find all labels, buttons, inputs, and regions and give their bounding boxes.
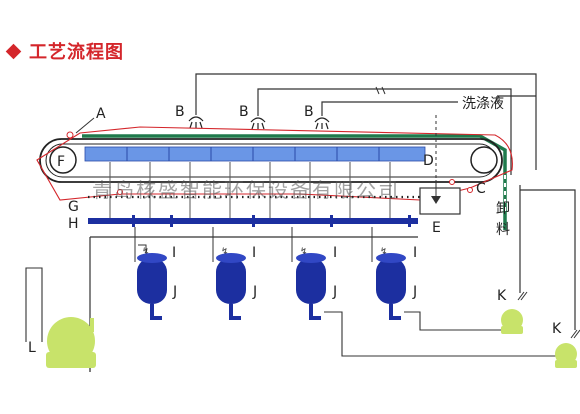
filter-cloth-loop	[36, 126, 513, 201]
vacuum-box-supports	[109, 162, 391, 220]
filter-blocks	[84, 146, 426, 162]
belt-conveyor	[39, 138, 503, 183]
roller-a	[66, 131, 74, 139]
label-g: G	[68, 199, 79, 215]
receiver-j2: ↯	[212, 227, 246, 320]
company-watermark: 青岛核盛智能环保设备有限公司	[92, 178, 400, 202]
label-i1: I	[172, 245, 176, 261]
label-k2: K	[552, 321, 562, 337]
outer-piping	[89, 73, 576, 372]
labels: A B B B F D C G H E I I I I J J J J K K …	[28, 96, 562, 356]
receiver-j3: ↯	[291, 227, 326, 320]
label-f: F	[57, 154, 65, 170]
roller-c	[470, 146, 498, 174]
label-c: C	[476, 181, 486, 197]
label-j4: J	[412, 284, 417, 300]
label-e: E	[432, 220, 441, 236]
spray-nozzle-icon	[250, 117, 266, 123]
spray-nozzle-icon	[314, 117, 330, 123]
header: 工艺流程图	[5, 38, 124, 64]
svg-text:↯: ↯	[221, 247, 229, 257]
page-title: 工艺流程图	[29, 42, 124, 63]
label-k1: K	[497, 288, 507, 304]
receivers: ↯ ↯ ↯ ↯	[134, 227, 406, 320]
spray-nozzle-icon	[188, 116, 204, 122]
label-j3: J	[332, 284, 337, 300]
discharge-label-2: 料	[496, 222, 510, 238]
device-e	[419, 115, 461, 215]
label-l: L	[28, 340, 36, 356]
label-b2: B	[239, 104, 249, 120]
label-a: A	[96, 106, 106, 122]
receiver-j4: ↯	[371, 227, 406, 320]
pump-l	[46, 317, 96, 368]
label-j2: J	[252, 284, 257, 300]
label-i3: I	[333, 245, 337, 261]
discharge-label-1: 卸	[496, 201, 510, 217]
collector-joints	[132, 215, 411, 227]
label-d: D	[423, 153, 434, 169]
pump-k1	[501, 309, 523, 334]
roller-f	[49, 146, 77, 174]
label-b3: B	[304, 104, 314, 120]
label-j1: J	[172, 284, 177, 300]
svg-text:↯: ↯	[380, 247, 388, 257]
label-b1: B	[175, 104, 185, 120]
spray-nozzles	[188, 116, 330, 130]
valve-marks	[375, 86, 580, 339]
svg-text:↯: ↯	[142, 247, 150, 257]
pumps	[46, 309, 577, 368]
svg-text:↯: ↯	[300, 247, 308, 257]
wash-liquid-label: 洗涤液	[462, 96, 504, 112]
label-i2: I	[252, 245, 256, 261]
receiver-j1: ↯	[134, 227, 167, 320]
label-h: H	[68, 216, 79, 232]
pump-k2	[555, 343, 577, 368]
pointer-a	[75, 117, 95, 134]
label-i4: I	[413, 245, 417, 261]
diamond-bullet-icon	[5, 43, 22, 59]
